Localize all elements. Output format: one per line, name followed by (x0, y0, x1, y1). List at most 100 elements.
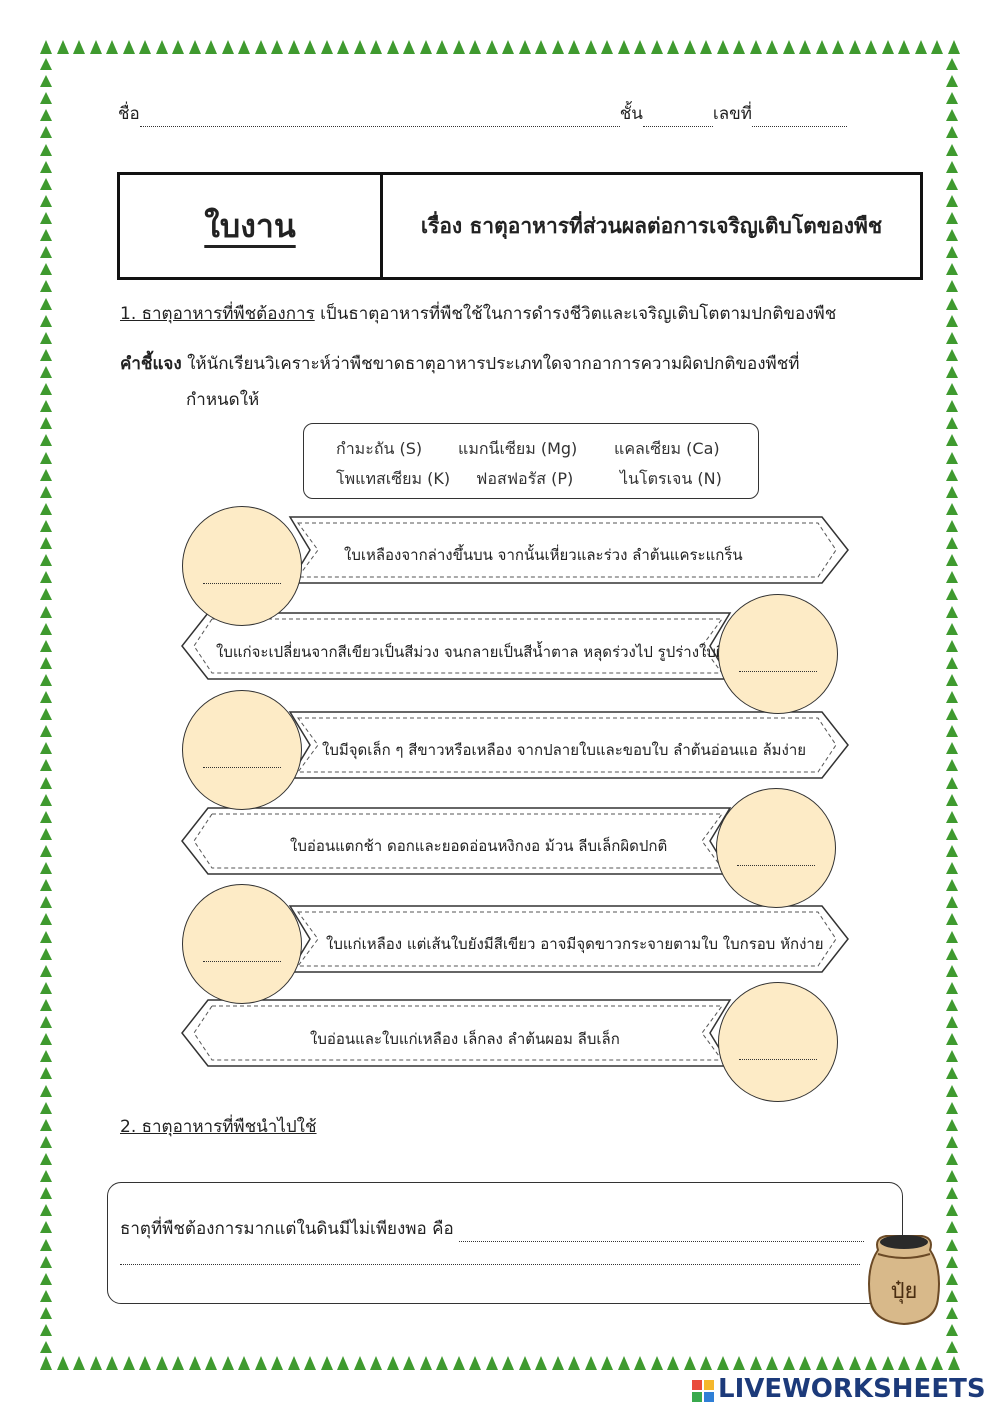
tree-icon (106, 1356, 118, 1370)
tree-icon (73, 40, 85, 54)
tree-icon (221, 40, 234, 54)
tree-icon (749, 40, 762, 54)
tree-icon (337, 1356, 349, 1370)
tree-icon (535, 1356, 547, 1370)
tree-icon (40, 1135, 52, 1148)
tree-icon (40, 109, 52, 122)
answer-circle-3[interactable] (182, 690, 302, 810)
tree-icon (40, 1306, 52, 1319)
tree-icon (946, 1289, 958, 1302)
element-nitrogen: ไนโตรเจน (N) (620, 469, 722, 488)
tree-icon (56, 40, 69, 54)
answer-circle-1[interactable] (182, 506, 302, 626)
tree-icon (946, 1341, 958, 1354)
answer-circle-5[interactable] (182, 884, 302, 1004)
section2-question: ธาตุที่พืชต้องการมากแต่ในดินมีไม่เพียงพอ… (120, 1219, 454, 1239)
tree-icon (946, 75, 958, 88)
tree-icon (946, 673, 958, 686)
tree-icon (40, 639, 52, 652)
tree-icon (584, 1356, 597, 1370)
tree-icon (40, 1324, 52, 1337)
tree-icon (947, 1356, 960, 1370)
tree-icon (40, 383, 52, 396)
tree-icon (40, 981, 52, 994)
tree-icon (946, 1067, 958, 1080)
tree-icon (40, 485, 52, 498)
tree-icon (370, 1356, 382, 1370)
tree-icon (40, 177, 52, 190)
tree-icon (946, 947, 958, 960)
tree-icon (452, 1356, 465, 1370)
answer-circle-2[interactable] (718, 594, 838, 714)
tree-icon (370, 40, 382, 54)
tree-icon (568, 40, 580, 54)
tree-icon (40, 1118, 52, 1131)
tree-icon (40, 1016, 52, 1029)
instruction-text: ให้นักเรียนวิเคราะห์ว่าพืชขาดธาตุอาหารปร… (181, 354, 800, 374)
tree-icon (946, 1187, 958, 1200)
tree-icon (946, 1084, 958, 1097)
tree-icon (946, 554, 958, 567)
symptom-2: ใบแก่จะเปลี่ยนจากสีเขียวเป็นสีม่วง จนกลา… (216, 643, 763, 661)
tree-icon (205, 40, 217, 54)
symptom-arrow-inner-5 (297, 911, 837, 967)
tree-icon (946, 776, 958, 789)
answer-circle-6[interactable] (718, 982, 838, 1102)
tree-icon (40, 1067, 52, 1080)
tree-icon (502, 1356, 514, 1370)
tree-icon (40, 930, 52, 943)
tree-icon (40, 1289, 52, 1302)
tree-icon (469, 40, 481, 54)
title-box: ใบงาน เรื่อง ธาตุอาหารที่ส่วนผลต่อการเจร… (117, 172, 923, 280)
tree-icon (386, 1356, 399, 1370)
tree-icon (40, 1272, 52, 1285)
tree-icon (946, 999, 958, 1012)
tree-icon (865, 1356, 877, 1370)
number-field[interactable] (751, 110, 847, 127)
tree-icon (931, 40, 943, 54)
tree-icon (40, 160, 52, 173)
element-phosphorus: ฟอสฟอรัส (P) (476, 469, 574, 488)
tree-icon (946, 263, 958, 276)
title-left-cell: ใบงาน (120, 175, 383, 277)
tree-icon (946, 1204, 958, 1217)
fertilizer-bag-icon: ปุ๋ย (868, 1235, 940, 1326)
tree-icon (40, 314, 52, 327)
tree-icon (766, 40, 778, 54)
tree-icon (238, 40, 250, 54)
tree-icon (799, 1356, 811, 1370)
tree-icon (946, 365, 958, 378)
tree-icon (40, 691, 52, 704)
class-field[interactable] (642, 110, 713, 127)
tree-icon (617, 40, 630, 54)
tree-icon (337, 40, 349, 54)
tree-icon (946, 109, 958, 122)
tree-icon (436, 1356, 448, 1370)
tree-icon (139, 40, 151, 54)
tree-icon (271, 1356, 283, 1370)
tree-icon (946, 1101, 958, 1114)
answer-circle-4[interactable] (716, 788, 836, 908)
name-field[interactable] (139, 110, 620, 127)
tree-icon (155, 1356, 168, 1370)
element-magnesium: แมกนีเซียม (Mg) (458, 439, 578, 458)
tree-icon (634, 1356, 646, 1370)
section2-answer-field[interactable] (459, 1225, 865, 1242)
tree-icon (946, 1016, 958, 1029)
tree-icon (40, 1153, 52, 1165)
tree-icon (287, 1356, 300, 1370)
tree-icon (766, 1356, 778, 1370)
tree-icon (667, 40, 679, 54)
tree-icon (716, 40, 729, 54)
tree-icon (40, 776, 52, 789)
section2-answer-field-2[interactable] (120, 1250, 860, 1265)
tree-icon (40, 40, 52, 54)
tree-icon (946, 1272, 958, 1285)
tree-icon (700, 1356, 712, 1370)
tree-icon (667, 1356, 679, 1370)
tree-icon (40, 126, 52, 139)
tree-icon (946, 725, 958, 738)
tree-icon (172, 40, 184, 54)
tree-icon (386, 40, 399, 54)
tree-icon (40, 519, 52, 532)
